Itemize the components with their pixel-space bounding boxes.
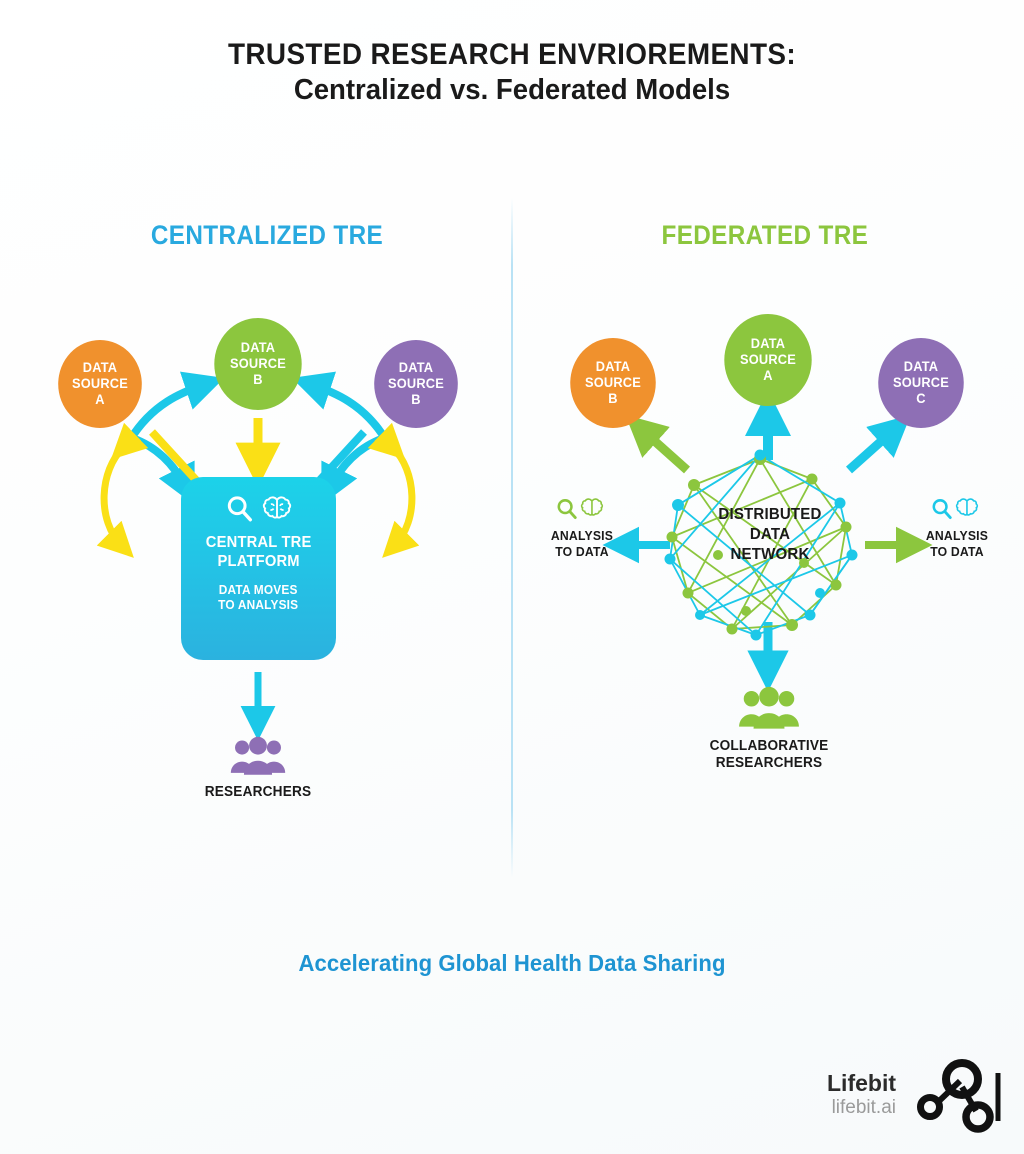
central-tre-platform-card[interactable]: CENTRAL TRE PLATFORM DATA MOVES TO ANALY… bbox=[181, 477, 336, 660]
network-nodes-cyan bbox=[664, 449, 858, 641]
federated-arrow-layer bbox=[602, 390, 933, 692]
arrow-network-to-source-c bbox=[846, 414, 911, 474]
data-source-a-left[interactable]: DATA SOURCE A bbox=[58, 340, 142, 428]
collaborative-researchers-group: COLLABORATIVE RESEARCHERS bbox=[688, 685, 850, 773]
heading-federated-tre: FEDERATED TRE bbox=[661, 220, 869, 250]
platform-icon-group bbox=[225, 494, 292, 524]
page-title: TRUSTED RESEARCH ENVRIOREMENTS: Centrali… bbox=[0, 38, 1024, 108]
researchers-label: RESEARCHERS bbox=[204, 784, 312, 800]
brain-icon bbox=[580, 498, 604, 516]
data-source-b-right[interactable]: DATA SOURCE B bbox=[570, 338, 656, 428]
network-nodes-green bbox=[666, 453, 852, 635]
data-source-a-right[interactable]: DATA SOURCE A bbox=[724, 314, 812, 406]
data-source-label: DATA SOURCE B bbox=[229, 340, 287, 387]
data-source-label: DATA SOURCE C bbox=[892, 359, 950, 406]
data-source-label: DATA SOURCE A bbox=[739, 336, 797, 383]
data-source-b2-left[interactable]: DATA SOURCE B bbox=[374, 340, 458, 428]
centralized-arrow-layer bbox=[96, 371, 420, 741]
arrow-right-feedback bbox=[367, 422, 420, 558]
title-line-2: Centralized vs. Federated Models bbox=[293, 73, 731, 106]
search-icon bbox=[557, 499, 577, 520]
data-source-label: DATA SOURCE B bbox=[387, 360, 445, 407]
platform-title: CENTRAL TRE PLATFORM bbox=[205, 534, 312, 570]
arrow-right-diagonal bbox=[317, 429, 367, 483]
arrow-network-to-source-b bbox=[625, 414, 690, 474]
tagline: Accelerating Global Health Data Sharing bbox=[298, 950, 726, 976]
arrow-left-feedback bbox=[96, 422, 149, 558]
platform-subtitle: DATA MOVES TO ANALYSIS bbox=[218, 582, 299, 613]
title-line-1: TRUSTED RESEARCH ENVRIOREMENTS: bbox=[227, 38, 797, 71]
heading-centralized-tre: CENTRALIZED TRE bbox=[150, 220, 384, 250]
analysis-label-left: ANALYSIS TO DATA bbox=[550, 528, 614, 560]
researchers-group: RESEARCHERS bbox=[178, 735, 338, 801]
distributed-network-graphic bbox=[664, 449, 858, 641]
arrow-left-diagonal bbox=[149, 429, 199, 483]
brain-icon bbox=[262, 496, 292, 519]
logo-text-block: Lifebit lifebit.ai bbox=[827, 1070, 896, 1119]
people-icon bbox=[230, 736, 286, 775]
logo-domain: lifebit.ai bbox=[831, 1097, 896, 1119]
search-icon bbox=[932, 499, 952, 520]
people-icon bbox=[739, 686, 799, 729]
analysis-icon-group-right bbox=[932, 498, 979, 520]
data-source-label: DATA SOURCE A bbox=[71, 360, 129, 407]
collaborative-researchers-label: COLLABORATIVE RESEARCHERS bbox=[709, 738, 829, 772]
data-source-b-left[interactable]: DATA SOURCE B bbox=[214, 318, 302, 410]
panel-divider bbox=[511, 198, 513, 878]
data-source-c-right[interactable]: DATA SOURCE C bbox=[878, 338, 964, 428]
lifebit-mark-icon bbox=[917, 1059, 1001, 1133]
distributed-network-label: DISTRIBUTED DATA NETWORK bbox=[718, 506, 822, 564]
search-icon bbox=[227, 496, 252, 522]
arrow-source-a-to-b bbox=[126, 371, 225, 443]
logo-name: Lifebit bbox=[827, 1070, 896, 1097]
analysis-to-data-right: ANALYSIS TO DATA bbox=[905, 496, 1009, 561]
analysis-to-data-left: ANALYSIS TO DATA bbox=[530, 496, 634, 561]
lifebit-logo[interactable]: Lifebit lifebit.ai bbox=[827, 1055, 1002, 1135]
brain-icon bbox=[955, 498, 979, 516]
data-source-label: DATA SOURCE B bbox=[584, 359, 642, 406]
analysis-icon-group-left bbox=[557, 498, 604, 520]
analysis-label-right: ANALYSIS TO DATA bbox=[925, 528, 989, 560]
